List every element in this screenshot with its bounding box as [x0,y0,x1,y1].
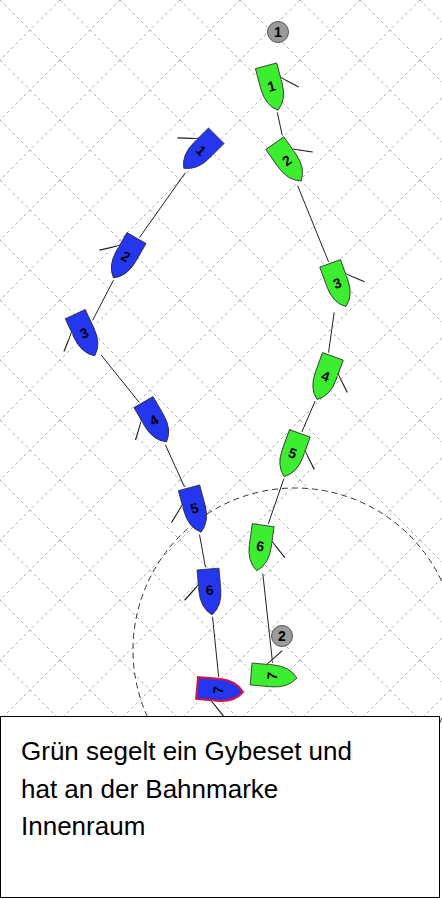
track-line [165,445,184,487]
track-line [277,112,282,135]
boat-number: 7 [209,677,227,702]
track-line [298,186,329,262]
sail [281,74,299,91]
sail [333,374,352,392]
sail-highlight [101,240,119,259]
callout-number: 2 [271,625,293,647]
hull-outline [176,128,224,176]
sail [267,649,282,665]
track-line [329,312,335,352]
track-line [213,617,219,677]
sail [210,700,225,716]
sail [128,421,148,441]
boat: 3 [319,258,358,311]
sail-highlight [333,375,350,393]
sail-highlight [170,506,186,523]
boat: 1 [175,127,226,178]
hull-outline [246,524,274,573]
track-line [200,535,206,568]
sail-highlight [185,586,199,601]
sail [346,269,365,287]
track-line [302,401,315,432]
track-line [93,280,114,320]
caption-box: Grün segelt ein Gybeset und hat an der B… [0,716,440,898]
sail-highlight [346,270,363,288]
hull-outline [196,677,244,703]
sail-highlight [281,75,297,92]
sail [270,542,287,558]
sail [292,141,312,161]
hull-outline [307,353,343,404]
boat: 4 [306,351,345,404]
boat: 1 [254,62,290,115]
boat: 6 [196,567,224,617]
sail-highlight [300,452,317,470]
boat: 5 [273,428,312,481]
sail [168,505,186,522]
sail [300,451,319,469]
sail-highlight [60,333,78,351]
sail [99,238,119,258]
hull-outline [104,233,146,284]
hull-outline [320,260,356,311]
hull-outline [178,485,211,535]
boat: 7 [249,662,299,690]
sail-highlight [131,421,149,440]
track-line [140,173,186,238]
boat: 4 [133,395,178,449]
boat-number: 7 [263,663,281,688]
hull-outline [274,430,310,481]
track-line [101,355,139,402]
track-line [268,479,284,524]
sail [183,585,199,600]
boat: 5 [177,484,213,537]
sail-highlight [270,543,285,559]
track-line [263,574,273,663]
boat: 2 [264,135,311,188]
hull-outline [255,63,288,113]
boat-number: 6 [247,536,273,555]
sail-highlight [293,143,312,162]
caption-text: Grün segelt ein Gybeset und hat an der B… [21,733,361,846]
boat: 3 [64,308,106,362]
hull-outline [134,397,176,448]
hull-outline [197,568,223,616]
boat-number: 6 [197,581,222,599]
hull-outline [250,663,298,689]
sail-highlight [268,651,283,665]
boat: 6 [245,523,275,574]
sail [58,332,78,351]
sail-highlight [211,700,226,714]
wind-grid [0,0,442,716]
boat: 2 [103,231,148,285]
boat: 7 [195,676,245,704]
callout-number: 1 [267,21,289,43]
hull-outline [266,137,310,187]
